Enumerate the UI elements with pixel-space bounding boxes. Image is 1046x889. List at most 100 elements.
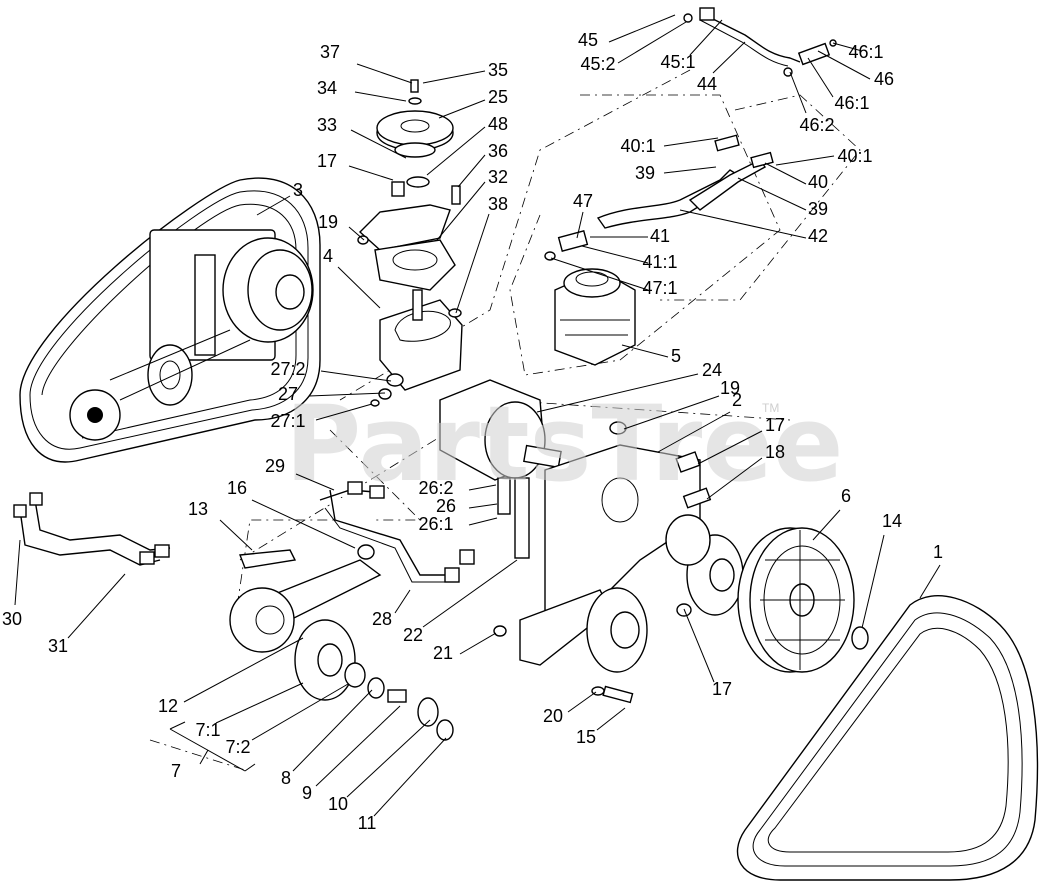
callout-label-25: 25 — [488, 87, 508, 107]
callout-label-44: 44 — [697, 74, 717, 94]
callout-label-47: 47 — [573, 191, 593, 211]
callout-label-39: 39 — [808, 199, 828, 219]
callout-leader-31 — [67, 573, 126, 639]
callout-leader-44 — [712, 41, 746, 74]
callout-leader-3 — [256, 195, 291, 216]
callout-label-46: 46 — [874, 69, 894, 89]
callout-label-12: 12 — [158, 696, 178, 716]
callout-leader-46-2 — [789, 71, 807, 114]
callout-leader-46 — [817, 50, 871, 80]
callout-label-29: 29 — [265, 456, 285, 476]
callout-label-45-2: 45:2 — [580, 54, 615, 74]
callout-label-41: 41 — [650, 226, 670, 246]
callout-leader-40 — [764, 162, 807, 185]
callout-label-16: 16 — [227, 478, 247, 498]
callout-label-8: 8 — [281, 768, 291, 788]
callout-leader-24 — [536, 373, 699, 413]
callout-leader-26-2 — [468, 484, 497, 491]
callout-label-19: 19 — [720, 378, 740, 398]
callout-leader-14 — [861, 534, 885, 629]
callout-label-32: 32 — [488, 167, 508, 187]
callout-label-18: 18 — [765, 442, 785, 462]
drive-sprocket — [737, 527, 869, 673]
callout-label-33: 33 — [317, 115, 337, 135]
callout-leader-17 — [697, 430, 763, 465]
callout-leader-6 — [812, 509, 841, 541]
callout-label-46-2: 46:2 — [799, 115, 834, 135]
callout-label-40-1: 40:1 — [837, 146, 872, 166]
callout-leader-25 — [438, 99, 486, 119]
callout-label-17: 17 — [317, 151, 337, 171]
callout-leader-13 — [219, 519, 253, 551]
callout-leader-39 — [663, 166, 717, 174]
hydraulic-tubes — [13, 481, 475, 583]
callout-leader-39 — [737, 177, 807, 211]
callout-leader-33 — [350, 129, 407, 159]
callout-label-22: 22 — [403, 625, 423, 645]
callout-leader-41-1 — [581, 245, 649, 264]
watermark: PartsTree TM — [285, 383, 843, 505]
callout-label-41-1: 41:1 — [642, 252, 677, 272]
callout-leader-11 — [373, 737, 447, 817]
callout-label-45: 45 — [578, 30, 598, 50]
callout-leader-38 — [455, 213, 490, 314]
callout-leader-40-1 — [663, 137, 719, 147]
callout-leader-15 — [596, 707, 626, 731]
callout-label-46-1: 46:1 — [848, 42, 883, 62]
callout-leader-28 — [394, 589, 411, 614]
callout-label-20: 20 — [543, 706, 563, 726]
callout-label-48: 48 — [488, 114, 508, 134]
idler-assembly — [229, 544, 454, 741]
callout-label-27: 27 — [278, 384, 298, 404]
wheel-motor-bracket — [439, 379, 744, 704]
callout-leader-18 — [706, 457, 763, 500]
callout-leader-5 — [621, 344, 669, 358]
callout-label-7-2: 7:2 — [225, 737, 250, 757]
callout-label-4: 4 — [323, 246, 333, 266]
callout-label-6: 6 — [841, 486, 851, 506]
callout-leader-12 — [183, 637, 304, 703]
callout-label-7-1: 7:1 — [195, 720, 220, 740]
callout-label-27-2: 27:2 — [270, 359, 305, 379]
callout-label-11: 11 — [358, 813, 377, 833]
callout-leader-20 — [567, 691, 597, 713]
left-track-assembly — [19, 177, 321, 463]
callout-leader-26 — [468, 503, 498, 509]
callout-label-3: 3 — [293, 180, 303, 200]
callout-label-17: 17 — [712, 679, 732, 699]
callout-label-24: 24 — [702, 360, 722, 380]
callout-leader-27-1 — [315, 403, 373, 421]
callout-label-31: 31 — [48, 636, 68, 656]
callout-label-2: 2 — [732, 390, 742, 410]
callout-leader-19 — [348, 226, 365, 241]
callout-leader-27 — [308, 392, 386, 397]
pump-pulley-stack — [357, 79, 463, 407]
callout-leader-21 — [459, 632, 497, 655]
callout-label-9: 9 — [302, 783, 312, 803]
callout-leader-17 — [683, 608, 715, 683]
callout-leader-30 — [14, 539, 21, 606]
callout-label-34: 34 — [317, 78, 337, 98]
callout-leader-17 — [348, 165, 394, 181]
callout-leader-16 — [251, 499, 356, 549]
callout-leader-46-1 — [807, 57, 834, 98]
callout-leader-34 — [354, 91, 407, 102]
callout-label-45-1: 45:1 — [660, 52, 695, 72]
callout-label-26: 26 — [436, 496, 456, 516]
right-pump-hoses — [544, 7, 837, 366]
watermark-trademark: TM — [762, 401, 779, 415]
callout-leader-47 — [576, 211, 584, 239]
callout-label-21: 21 — [433, 643, 453, 663]
callout-leader-48 — [426, 126, 486, 176]
callout-leader-37 — [356, 63, 413, 84]
callout-leader-9 — [315, 705, 401, 787]
callout-label-42: 42 — [808, 226, 828, 246]
callout-leader-45-1 — [689, 19, 723, 56]
callout-label-30: 30 — [2, 609, 22, 629]
callout-label-27-1: 27:1 — [270, 411, 305, 431]
callout-label-40-1: 40:1 — [620, 136, 655, 156]
callout-label-19: 19 — [318, 212, 338, 232]
callout-label-37: 37 — [320, 42, 340, 62]
